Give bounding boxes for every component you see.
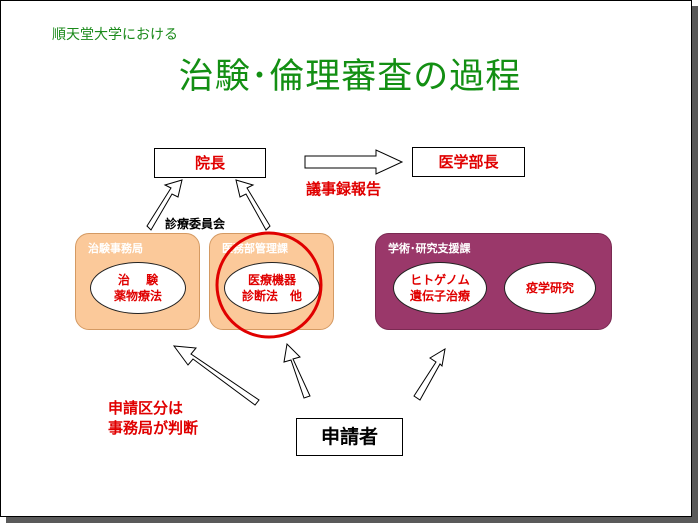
- clinical-trial-oval: 治 験 薬物療法: [90, 262, 186, 314]
- applicant-arrow-right: [413, 348, 446, 401]
- medical-affairs-title: 医務部管理課: [222, 242, 288, 255]
- academic-research-title: 学術･研究支援課: [388, 242, 471, 255]
- classification-note: 申請区分は 事務局が判断: [108, 398, 198, 438]
- slide-subtitle: 順天堂大学における: [52, 27, 178, 43]
- highlight-circle: [215, 231, 323, 339]
- director-box: 院長: [154, 148, 266, 178]
- director-label: 院長: [194, 154, 225, 172]
- applicant-label: 申請者: [320, 426, 378, 448]
- medical-affairs-oval-line-1: 医療機器: [247, 273, 296, 287]
- up-arrow-right: [235, 179, 271, 231]
- clinical-trial-oval-line-2: 薬物療法: [113, 289, 162, 303]
- report-arrow: [304, 149, 404, 175]
- epidemiology-oval: 疫学研究: [504, 262, 596, 314]
- note-line-1: 申請区分は: [108, 399, 184, 417]
- applicant-arrow-middle: [283, 342, 311, 399]
- slide-title: 治験･倫理審査の過程: [178, 57, 522, 97]
- clinical-trial-office-title: 治験事務局: [88, 242, 143, 255]
- epidemiology-oval-label: 疫学研究: [525, 281, 574, 295]
- dean-label: 医学部長: [438, 153, 499, 171]
- applicant-box: 申請者: [296, 418, 403, 456]
- clinical-trial-oval-line-1: 治 験: [117, 273, 159, 287]
- genome-oval-line-2: 遺伝子治療: [409, 289, 470, 303]
- applicant-arrow-left: [172, 345, 260, 406]
- committee-label: 診療委員会: [165, 217, 226, 231]
- medical-affairs-oval: 医療機器 診断法 他: [224, 262, 320, 314]
- note-line-2: 事務局が判断: [108, 419, 199, 437]
- up-arrow-left: [146, 179, 183, 231]
- genome-oval-line-1: ヒトゲノム: [410, 273, 470, 287]
- academic-research-panel: 学術･研究支援課 ヒトゲノム 遺伝子治療 疫学研究: [375, 233, 612, 330]
- dean-box: 医学部長: [412, 147, 525, 177]
- genome-oval: ヒトゲノム 遺伝子治療: [393, 262, 487, 314]
- report-label: 議事録報告: [306, 180, 382, 198]
- clinical-trial-office-panel: 治験事務局 治 験 薬物療法: [75, 233, 200, 330]
- medical-affairs-oval-line-2: 診断法 他: [241, 289, 302, 303]
